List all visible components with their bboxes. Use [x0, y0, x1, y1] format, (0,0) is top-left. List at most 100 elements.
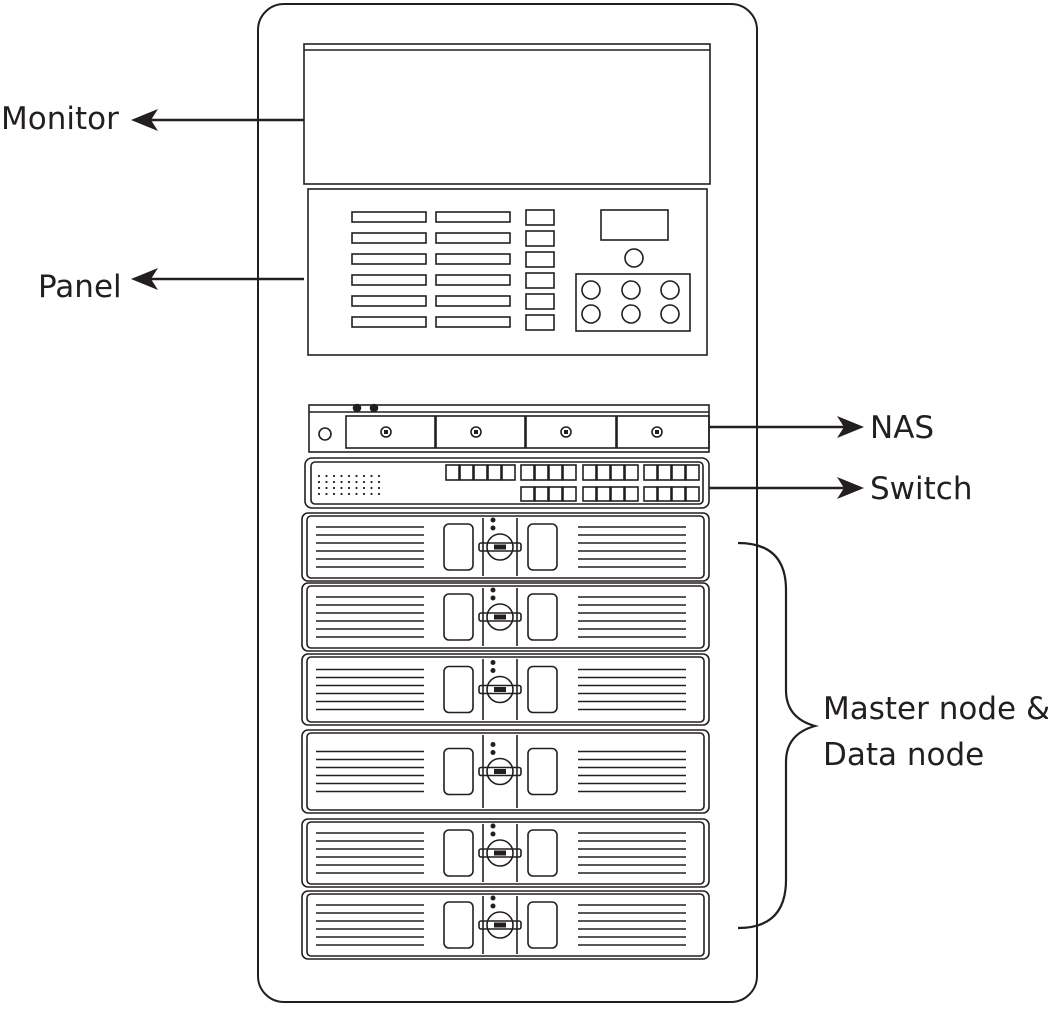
nas-bay-lock: [651, 426, 663, 438]
switch-vent-dot: [332, 492, 336, 496]
panel-display: [600, 209, 669, 241]
server-handle-left: [443, 747, 474, 796]
server-lock-key: [494, 614, 506, 620]
nas-bay-lock-core: [384, 430, 388, 434]
server-handle-left: [443, 593, 474, 641]
server-lock-bar: [478, 766, 522, 777]
server-node-inner: [306, 515, 705, 579]
server-handle-right: [527, 593, 558, 641]
monitor-label: Monitor: [1, 101, 119, 137]
switch-arrow: [709, 477, 864, 499]
switch-port: [534, 486, 549, 502]
switch-vent-dot: [347, 486, 351, 490]
nodes-label-line2: Data node: [823, 737, 985, 773]
server-handle-right: [527, 747, 558, 796]
switch-vent-dot: [347, 480, 351, 484]
server-node-inner: [306, 893, 705, 957]
panel-switch: [525, 230, 555, 247]
switch-port: [445, 464, 460, 481]
nas-drive-bay: [616, 415, 710, 449]
server-handle-right: [527, 523, 558, 571]
panel-switch: [525, 251, 555, 268]
panel-dial: [660, 280, 680, 300]
switch-port: [596, 464, 611, 481]
switch-vent-dot: [325, 486, 328, 490]
switch-port: [487, 464, 502, 481]
switch-vent-dot: [362, 486, 366, 490]
switch-vent-dot: [325, 480, 328, 484]
switch-vent-dot: [317, 474, 321, 478]
switch-port: [671, 486, 686, 502]
server-led: [490, 517, 496, 523]
rack-cabinet: [257, 3, 758, 1003]
nas-arrow: [709, 416, 864, 438]
switch-vent-dot: [317, 480, 321, 484]
server-node: [301, 582, 710, 652]
nas-drive-bay: [525, 415, 617, 449]
panel-dial: [581, 304, 601, 324]
server-handle-right: [527, 665, 558, 714]
switch-port: [657, 464, 672, 481]
server-lock-key: [494, 850, 506, 856]
nodes-brace: [737, 541, 820, 930]
panel-slot: [435, 295, 511, 307]
switch-vent-dot: [332, 474, 336, 478]
server-node-outer: [301, 512, 710, 582]
switch-unit: [304, 457, 710, 509]
nas-bay-lock: [560, 426, 572, 438]
switch-vent-dot: [362, 492, 366, 496]
server-lock: [486, 533, 514, 561]
switch-port: [548, 464, 563, 481]
switch-port: [685, 464, 700, 481]
server-handle-left: [443, 829, 474, 877]
switch-port: [624, 486, 639, 502]
switch-port: [610, 486, 625, 502]
panel-slot: [351, 232, 427, 244]
server-node-inner: [306, 732, 705, 811]
nas-bay-lock-core: [655, 430, 659, 434]
panel-dial: [581, 280, 601, 300]
switch-vent-dot: [332, 486, 336, 490]
panel-dial: [621, 280, 641, 300]
switch-port: [548, 486, 563, 502]
panel-knob: [624, 248, 644, 268]
server-node: [301, 818, 710, 888]
panel-dial: [660, 304, 680, 324]
panel-switch: [525, 209, 555, 226]
switch-vent-dot: [340, 492, 343, 496]
server-led: [490, 660, 496, 665]
switch-vent-dot: [347, 474, 351, 478]
server-handle-right: [527, 901, 558, 949]
server-node-inner: [306, 585, 705, 649]
switch-port: [562, 486, 577, 502]
server-led: [490, 895, 496, 901]
panel-switch: [525, 272, 555, 289]
nas-label: NAS: [870, 410, 935, 446]
switch-port: [671, 464, 686, 481]
switch-port: [582, 486, 597, 502]
switch-vent-dot: [355, 486, 358, 490]
switch-vent-dot: [340, 486, 343, 490]
switch-port: [501, 464, 516, 481]
switch-vent-dot: [370, 480, 373, 484]
switch-vent-dot: [355, 474, 358, 478]
server-led: [490, 742, 496, 747]
switch-port: [624, 464, 639, 481]
panel-dial: [621, 304, 641, 324]
server-node: [301, 729, 710, 814]
panel-slot: [351, 295, 427, 307]
server-lock: [486, 839, 514, 867]
panel-slot: [351, 316, 427, 328]
server-lock-bar: [478, 920, 522, 930]
switch-port: [459, 464, 474, 481]
switch-vent-dot: [370, 492, 373, 496]
switch-port: [596, 486, 611, 502]
panel-slot: [435, 316, 511, 328]
nodes-stack: [301, 512, 710, 960]
switch-vent-dot: [377, 486, 381, 490]
switch-vent-dot: [325, 492, 328, 496]
server-node-outer: [301, 729, 710, 814]
panel-arrow: [131, 268, 304, 290]
server-lock-bar: [478, 542, 522, 552]
